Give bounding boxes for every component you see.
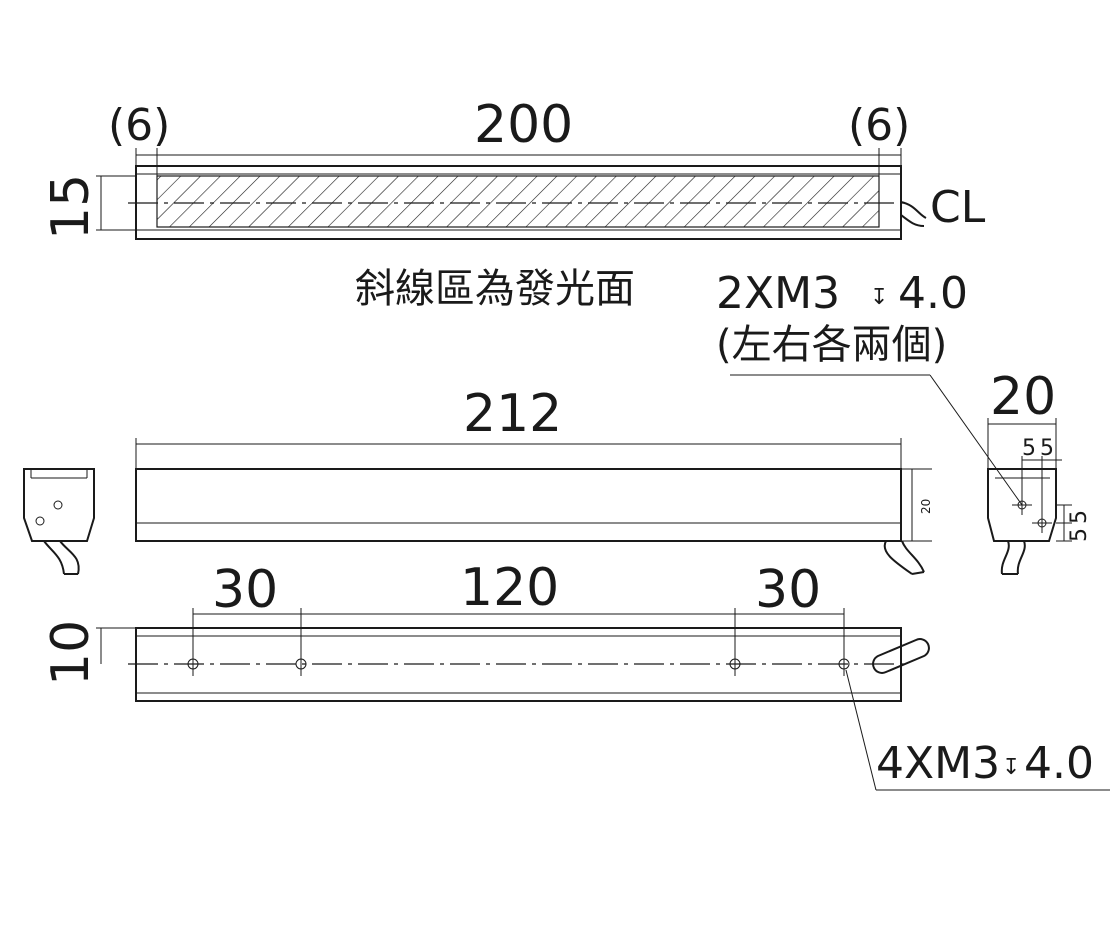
side-hole-qualifier: (左右各兩個) <box>716 322 947 368</box>
right-offset-x2-label: 5 <box>1040 436 1054 461</box>
top-body <box>135 468 902 542</box>
bottom-hole-spec: 4XM3 <box>876 738 1000 789</box>
left-end-body <box>23 468 95 542</box>
left-end-hole-1 <box>53 500 63 510</box>
front-height-label: 15 <box>41 174 101 240</box>
right-width-label: 20 <box>990 367 1056 427</box>
top-cable <box>883 540 925 575</box>
right-offset-y2-label: 5 <box>1067 528 1092 542</box>
right-offset-x-label: 5 <box>1022 436 1036 461</box>
front-emitting-length-label: 200 <box>474 95 573 155</box>
top-height-label: 20 <box>919 499 933 514</box>
bottom-view: 30 120 30 10 4XM3 ↧ 4.0 <box>41 558 1110 791</box>
right-offset-y-label: 5 <box>1067 510 1092 524</box>
side-hole-depth-symbol: ↧ <box>870 285 888 310</box>
front-left-margin-label: (6) <box>108 100 170 151</box>
bottom-hole-depth: 4.0 <box>1024 738 1094 789</box>
side-hole-leader <box>929 374 1023 506</box>
top-view: 212 20 <box>135 384 933 575</box>
side-hole-note: 2XM3 ↧ 4.0 (左右各兩個) <box>716 268 1023 506</box>
bottom-hole-depth-symbol: ↧ <box>1002 755 1020 780</box>
front-right-margin-label: (6) <box>848 100 910 151</box>
side-hole-depth: 4.0 <box>898 268 968 319</box>
side-hole-spec: 2XM3 <box>716 268 840 319</box>
right-end-cable <box>1000 540 1026 575</box>
bottom-hole-leader <box>845 669 877 791</box>
front-cable <box>900 201 927 227</box>
emitting-area-hatch <box>156 175 880 228</box>
bottom-pitch-center-label: 120 <box>460 558 559 618</box>
bottom-cable <box>872 638 930 674</box>
right-end-view: 20 5 5 5 5 <box>987 367 1092 575</box>
left-end-hole-2 <box>35 516 45 526</box>
bottom-holes <box>187 608 850 676</box>
overall-length-label: 212 <box>463 384 562 444</box>
front-view: (6) 200 (6) 15 CL 斜線區為發光面 <box>41 95 986 312</box>
left-end-view <box>23 468 95 575</box>
centerline-label: CL <box>930 182 986 233</box>
left-end-cable <box>43 540 80 575</box>
bottom-pitch-left-label: 30 <box>212 560 278 620</box>
bottom-height-label: 10 <box>41 620 101 686</box>
bottom-pitch-right-label: 30 <box>755 560 821 620</box>
hatch-note: 斜線區為發光面 <box>355 266 635 312</box>
